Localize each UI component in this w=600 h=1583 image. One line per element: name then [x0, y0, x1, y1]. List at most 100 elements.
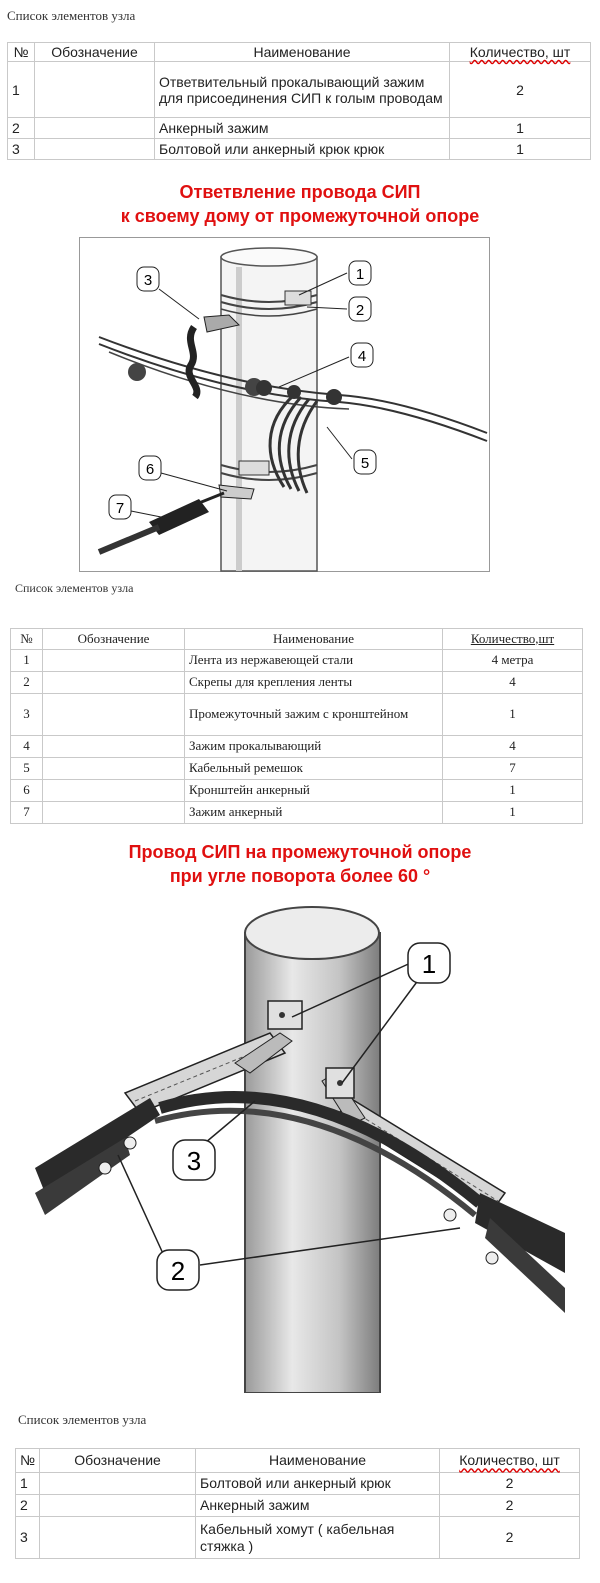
callout-number: 1: [356, 266, 364, 283]
row-name: Промежуточный зажим с кронштейном: [184, 693, 443, 736]
section2-caption: Список элементов узла: [15, 581, 134, 595]
row-quantity: 1: [442, 801, 583, 824]
table-header-row: № Обозначение Наименование Количество, ш…: [14, 1448, 580, 1473]
callout-number: 2: [356, 302, 364, 319]
col-designation: Обозначение: [34, 41, 155, 63]
table-row: 1 Ответвительный прокалывающий зажим для…: [7, 61, 591, 119]
row-name: Болтовой или анкерный крюк крюк: [154, 138, 450, 161]
row-name: Кабельный хомут ( кабельная стяжка ): [195, 1516, 441, 1559]
row-designation: [42, 693, 185, 736]
callout-number: 6: [146, 461, 154, 478]
row-quantity: 2: [439, 1494, 580, 1517]
row-name: Скрепы для крепления ленты: [184, 671, 443, 694]
table-row: 6 Кронштейн анкерный 1: [10, 779, 583, 802]
row-number: 2: [10, 671, 43, 694]
col-name: Наименование: [195, 1448, 441, 1473]
row-number: 2: [7, 117, 35, 140]
row-designation: [39, 1472, 197, 1495]
row-number: 5: [10, 757, 43, 780]
callout-7: 7: [108, 494, 172, 520]
section3-caption: Список элементов узла: [18, 1412, 147, 1427]
spec-table-1: № Обозначение Наименование Количество, ш…: [7, 41, 591, 161]
anchor-clamps: [98, 1136, 499, 1265]
left-bracket: [123, 1032, 293, 1114]
col-number: №: [7, 41, 35, 63]
sip-cable-left: [35, 1098, 160, 1215]
row-number: 3: [10, 693, 43, 736]
col-quantity-label: Количество, шт: [459, 1452, 560, 1469]
piercing-clamps: [256, 380, 342, 405]
callout-6: 6: [138, 455, 228, 492]
row-designation: [42, 779, 185, 802]
table-row: 1 Лента из нержавеющей стали 4 метра: [10, 649, 583, 672]
row-name: Анкерный зажим: [154, 117, 450, 140]
row-name: Болтовой или анкерный крюк: [195, 1472, 441, 1495]
row-designation: [39, 1494, 197, 1517]
row-number: 3: [14, 1516, 41, 1559]
row-name: Лента из нержавеющей стали: [184, 649, 443, 672]
callout-2: 2: [306, 296, 372, 322]
callout-3: 3: [136, 266, 200, 320]
sip-cable-arc: [154, 1091, 484, 1218]
col-quantity-label: Количество, шт: [469, 44, 571, 60]
callout-5: 5: [326, 426, 377, 475]
callout-number: 7: [116, 500, 124, 517]
row-designation: [39, 1516, 197, 1559]
col-number: №: [10, 628, 43, 650]
row-name: Кабельный ремешок: [184, 757, 443, 780]
row-number: 3: [7, 138, 35, 161]
row-designation: [42, 735, 185, 758]
callout-1: 1: [291, 942, 451, 1084]
callout-3: 3: [172, 1100, 256, 1181]
col-designation: Обозначение: [42, 628, 185, 650]
section1-caption: Список элементов узла: [7, 8, 136, 23]
table-row: 4 Зажим прокалывающий 4: [10, 735, 583, 758]
steel-band-upper: [220, 290, 318, 317]
row-quantity: 7: [442, 757, 583, 780]
heading-branch-line: Ответвление провода СИП к своему дому от…: [0, 180, 600, 228]
anchor-assembly: [97, 484, 255, 555]
row-name-text: Болтовой или анкерный крюк крюк: [159, 141, 385, 158]
row-quantity: 4 метра: [442, 649, 583, 672]
callout-1: 1: [298, 260, 372, 296]
callout-4: 4: [278, 342, 374, 388]
table-row: 3 Кабельный хомут ( кабельная стяжка ) 2: [14, 1516, 580, 1559]
heading-line: при угле поворота более 60 °: [169, 866, 431, 886]
col-quantity: Количество, шт: [439, 1448, 580, 1473]
table-row: 7 Зажим анкерный 1: [10, 801, 583, 824]
row-quantity: 4: [442, 671, 583, 694]
table-header-row: № Обозначение Наименование Количество, ш…: [7, 41, 591, 63]
table-row: 3 Промежуточный зажим с кронштейном 1: [10, 693, 583, 736]
spec-table-3: № Обозначение Наименование Количество, ш…: [14, 1448, 580, 1559]
row-name: Ответвительный прокалывающий зажим для п…: [154, 61, 450, 119]
table-row: 2 Анкерный зажим 2: [14, 1494, 580, 1517]
callout-number: 1: [422, 949, 436, 979]
table-row: 3 Болтовой или анкерный крюк крюк 1: [7, 138, 591, 161]
row-name: Зажим прокалывающий: [184, 735, 443, 758]
row-number: 2: [14, 1494, 41, 1517]
row-designation: [42, 801, 185, 824]
heading-line: к своему дому от промежуточной опоре: [120, 206, 480, 226]
heading-angle-pole: Провод СИП на промежуточной опоре при уг…: [0, 840, 600, 888]
callout-2: 2: [117, 1154, 461, 1291]
row-name: Кронштейн анкерный: [184, 779, 443, 802]
callout-number: 3: [187, 1146, 201, 1176]
row-quantity: 2: [449, 61, 591, 119]
row-designation: [34, 138, 155, 161]
callout-number: 2: [171, 1256, 185, 1286]
row-number: 1: [7, 61, 35, 119]
heading-line: Провод СИП на промежуточной опоре: [128, 842, 472, 862]
sip-cable-right: [475, 1193, 565, 1313]
heading-line: Ответвление провода СИП: [179, 182, 421, 202]
row-designation: [42, 649, 185, 672]
table-header-row: № Обозначение Наименование Количество,шт: [10, 628, 583, 650]
angle-pole-diagram: 1 3 2: [35, 906, 565, 1393]
row-number: 7: [10, 801, 43, 824]
row-quantity: 1: [449, 117, 591, 140]
branch-connection-diagram: 1 2 3 4 5 6 7: [79, 237, 490, 572]
col-quantity: Количество, шт: [449, 41, 591, 63]
col-name: Наименование: [184, 628, 443, 650]
col-number: №: [14, 1448, 41, 1473]
col-designation: Обозначение: [39, 1448, 197, 1473]
col-quantity: Количество,шт: [442, 628, 583, 650]
